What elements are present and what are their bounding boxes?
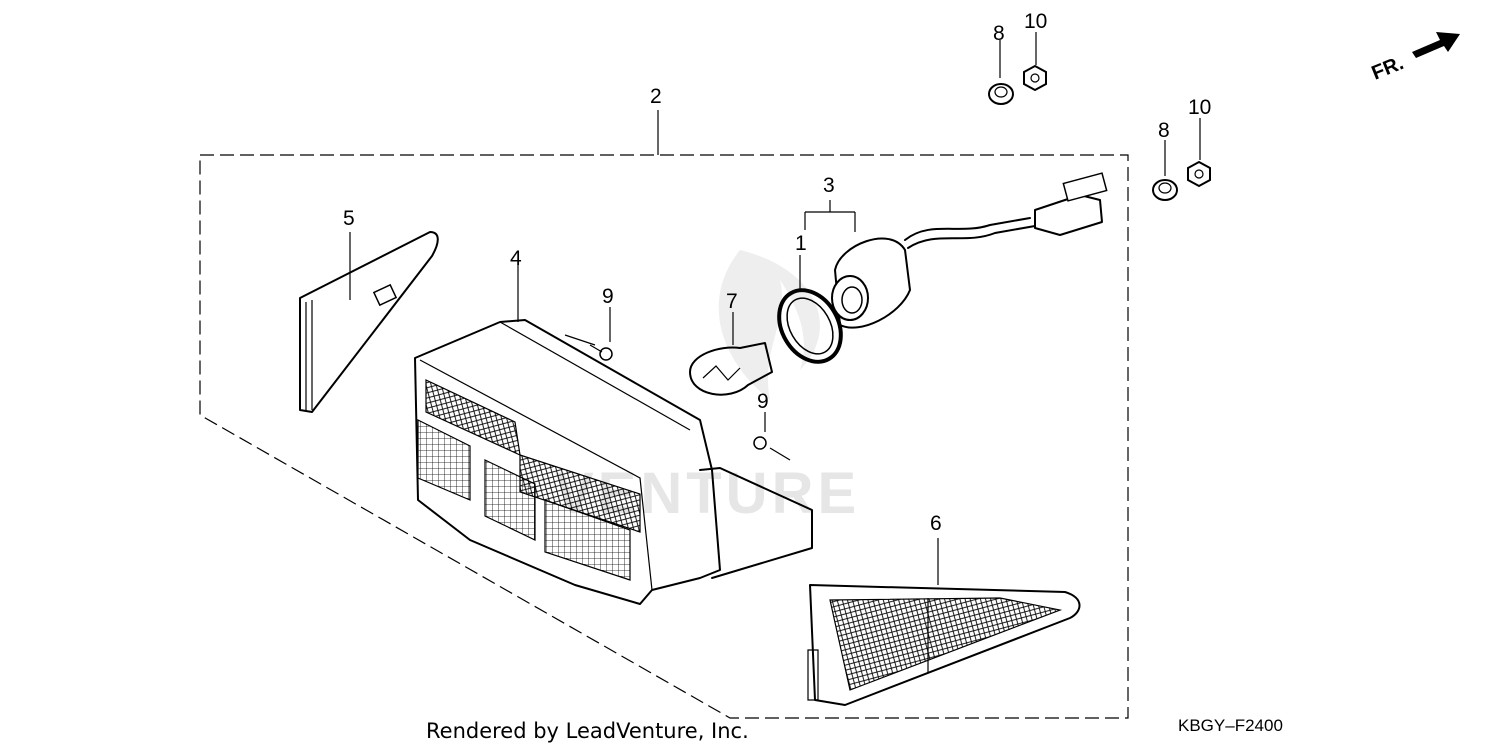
- callout-9-upper: 9: [602, 285, 614, 308]
- callout-10-top: 10: [1024, 10, 1047, 33]
- callout-2: 2: [650, 85, 662, 108]
- part-8-grommet-right: [1152, 140, 1178, 201]
- watermark-flame-icon: [718, 250, 820, 400]
- assembly-outline: [199, 110, 1129, 719]
- front-direction-indicator: FR.: [1369, 32, 1460, 85]
- part-3-socket-harness: [804, 172, 1108, 329]
- callout-6: 6: [930, 512, 942, 535]
- part-10-nut-top: [1023, 32, 1047, 92]
- callout-8-right: 8: [1158, 119, 1170, 142]
- direction-label: FR.: [1369, 52, 1407, 84]
- callout-8-top: 8: [993, 22, 1005, 45]
- part-10-nut-right: [1187, 118, 1211, 188]
- part-4-tail-light-housing: [414, 262, 813, 605]
- callout-3: 3: [823, 174, 835, 197]
- part-8-grommet-top: [988, 40, 1014, 105]
- part-6-right-lens: [807, 538, 1081, 706]
- callout-9-lower: 9: [757, 390, 769, 413]
- diagram-code: KBGY–F2400: [1178, 716, 1283, 735]
- arrow-right-icon: [1412, 32, 1460, 58]
- footer-credit: Rendered by LeadVenture, Inc.: [426, 719, 749, 743]
- part-1-gasket: [777, 255, 843, 364]
- part-7-bulb: [689, 312, 773, 396]
- part-9-screw-upper: [589, 307, 613, 361]
- callout-7: 7: [726, 290, 738, 313]
- callout-5: 5: [343, 207, 355, 230]
- part-9-screw-lower: [753, 412, 791, 461]
- callout-4: 4: [510, 247, 522, 270]
- part-5-left-lens: [299, 231, 439, 413]
- callout-10-right: 10: [1188, 96, 1211, 119]
- callout-1: 1: [795, 232, 807, 255]
